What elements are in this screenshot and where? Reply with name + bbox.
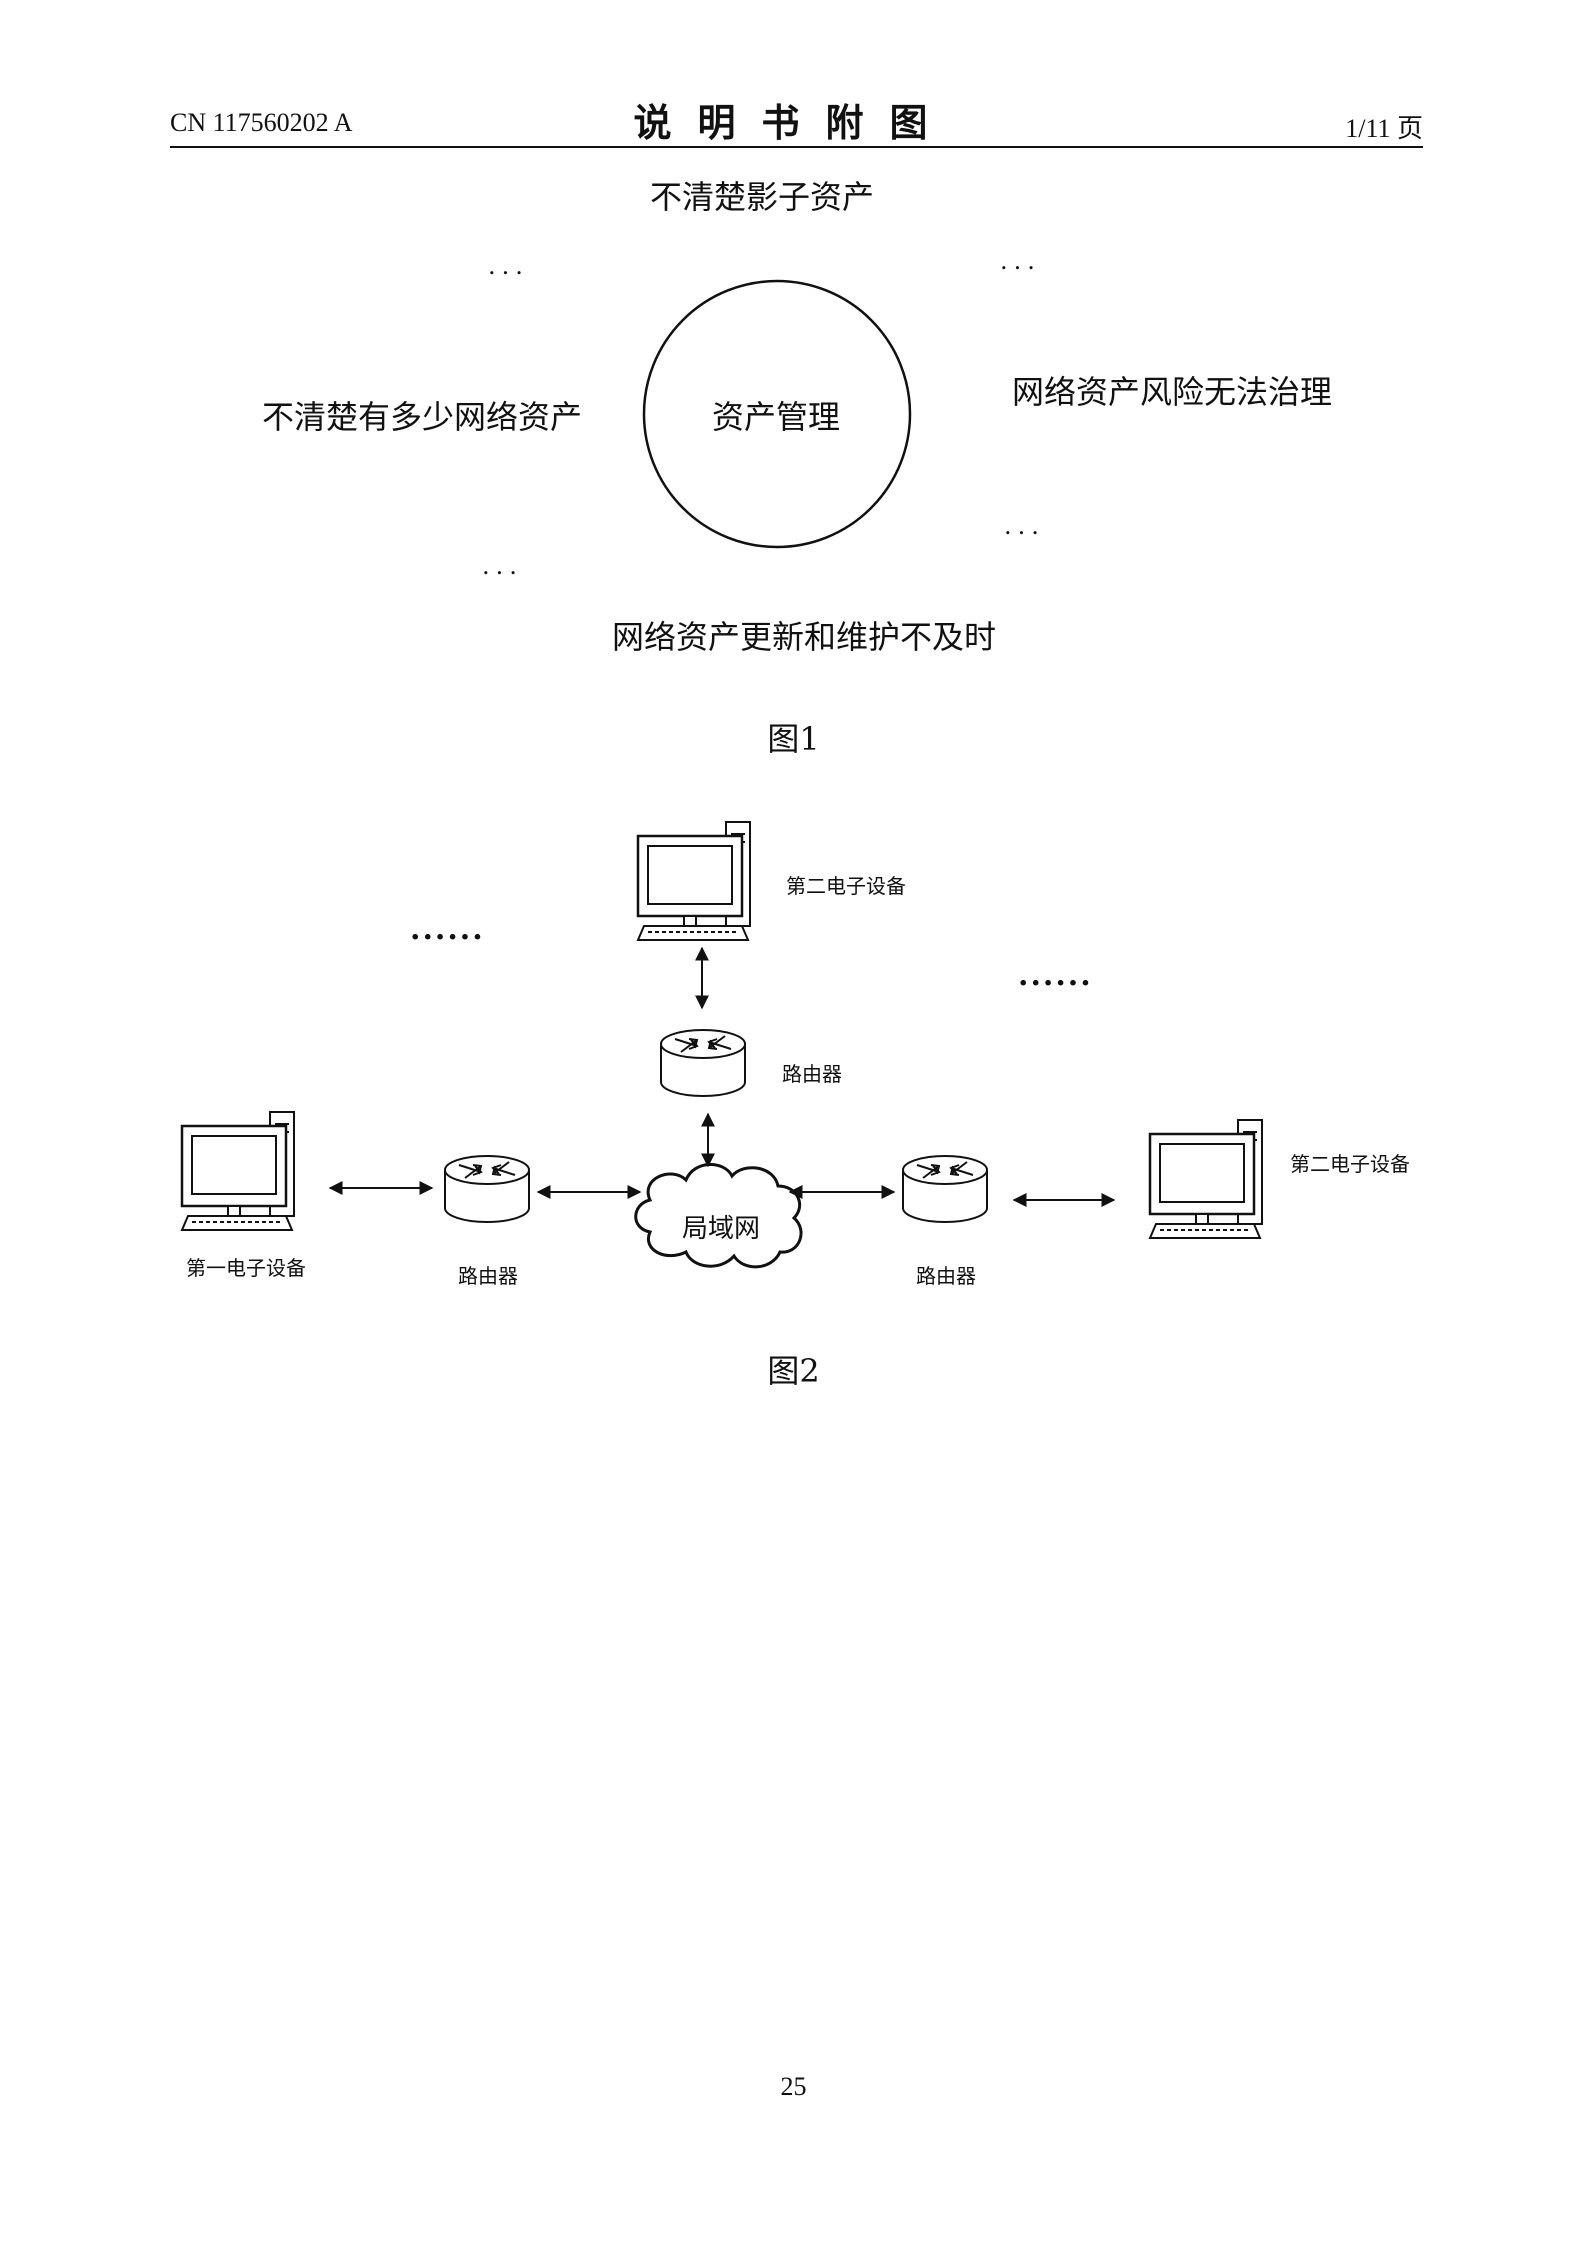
right-device-label: 第二电子设备 <box>1290 1152 1410 1176</box>
fig1-ellipsis-bottom-left: ... <box>482 552 523 580</box>
router-top-label: 路由器 <box>782 1062 842 1086</box>
figure1-diagram <box>642 279 912 549</box>
router-icon-right <box>902 1155 988 1223</box>
page-title: 说明书附图 <box>633 100 954 145</box>
figure1-caption: 图1 <box>767 720 820 758</box>
router-icon-top <box>660 1029 746 1097</box>
router-left-label: 路由器 <box>458 1264 518 1288</box>
fig1-left-label: 不清楚有多少网络资产 <box>262 398 583 436</box>
lan-label: 局域网 <box>682 1214 761 1244</box>
left-device-label: 第一电子设备 <box>186 1256 306 1280</box>
router-icon-left <box>444 1155 530 1223</box>
fig1-bottom-label: 网络资产更新和维护不及时 <box>612 618 997 656</box>
asset-management-circle <box>642 279 912 549</box>
router-right-label: 路由器 <box>916 1264 976 1288</box>
fig2-ellipsis-left: ...... <box>410 912 485 947</box>
fig2-ellipsis-right: ...... <box>1018 958 1093 993</box>
fig1-ellipsis-top-left: ... <box>488 252 529 280</box>
computer-icon-left <box>180 1110 296 1232</box>
figure2-diagram <box>180 820 1264 1269</box>
figure2-caption: 图2 <box>767 1352 820 1390</box>
computer-icon-right <box>1148 1118 1264 1240</box>
page-number: 25 <box>780 2072 807 2101</box>
fig1-top-label: 不清楚影子资产 <box>650 178 875 216</box>
computer-icon-top <box>636 820 752 942</box>
fig1-right-label: 网络资产风险无法治理 <box>1012 373 1333 411</box>
fig1-center-label: 资产管理 <box>712 398 841 436</box>
patent-number: CN 117560202 A <box>170 108 353 137</box>
fig1-ellipsis-top-right: ... <box>1000 247 1041 275</box>
top-device-label: 第二电子设备 <box>786 874 906 898</box>
header-divider <box>170 146 1423 148</box>
fig1-ellipsis-bottom-right: ... <box>1004 512 1045 540</box>
page-ratio: 1/11 页 <box>1345 114 1423 143</box>
